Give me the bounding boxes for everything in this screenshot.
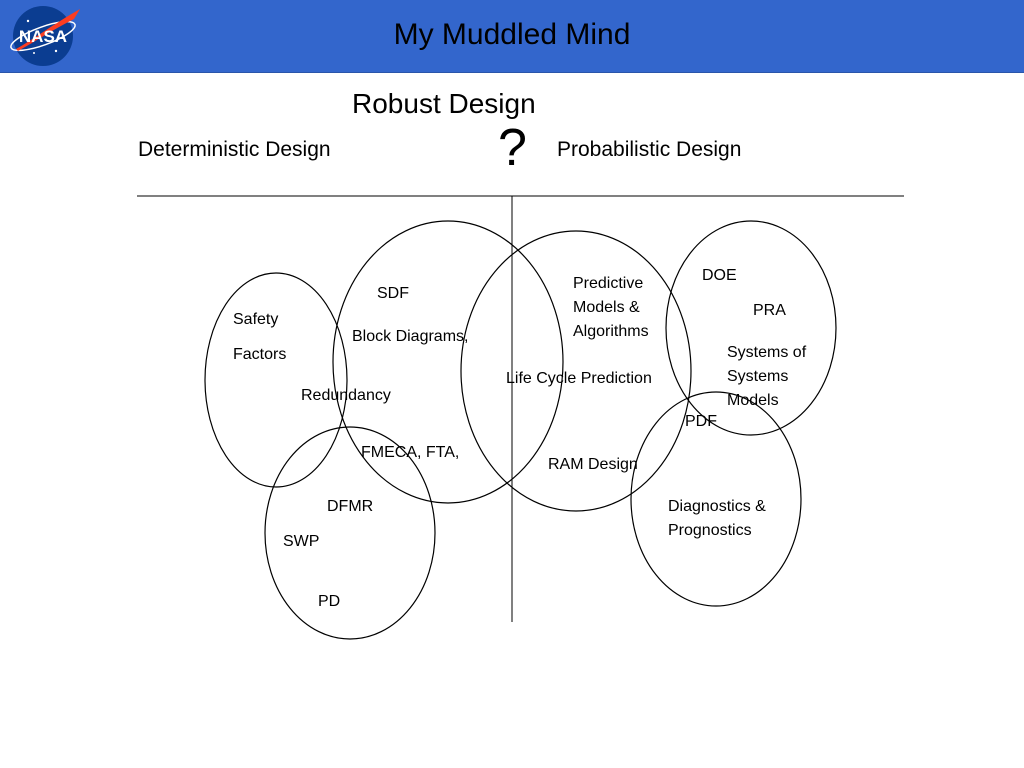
nasa-logo-icon: NASA [10, 6, 80, 66]
ellipse-doe [665, 220, 837, 436]
label-sos-2: Systems [727, 368, 789, 385]
probabilistic-heading: Probabilistic Design [557, 138, 742, 161]
label-safety: Safety [233, 311, 279, 328]
label-predictive-1: Predictive [573, 275, 644, 292]
label-predictive-2: Models & [573, 299, 640, 316]
label-factors: Factors [233, 346, 287, 363]
label-diagnostics-1: Diagnostics & [668, 498, 766, 515]
ellipse-safety-factors [204, 272, 348, 488]
label-swp: SWP [283, 533, 320, 550]
slide-title: Robust Design [352, 88, 536, 119]
slide-header: NASA My Muddled Mind [0, 0, 1024, 73]
header-title: My Muddled Mind [393, 18, 631, 51]
ellipse-dfmr [264, 426, 436, 640]
nasa-logo-text: NASA [19, 27, 67, 46]
ellipse-sdf [332, 220, 564, 504]
ellipse-predictive [460, 230, 692, 512]
label-pra: PRA [753, 302, 786, 319]
label-doe: DOE [702, 267, 737, 284]
label-pd: PD [318, 593, 341, 610]
label-sos-1: Systems of [727, 344, 807, 361]
label-pdf: PDF [685, 413, 717, 430]
label-sos-3: Models [727, 392, 779, 409]
question-mark: ? [498, 119, 527, 177]
ellipse-diagnostics [630, 391, 802, 607]
deterministic-heading: Deterministic Design [138, 138, 331, 161]
label-redundancy: Redundancy [301, 387, 391, 404]
label-life-cycle-prediction: Life Cycle Prediction [506, 370, 652, 387]
label-block-diagrams: Block Diagrams, [352, 328, 469, 345]
label-predictive-3: Algorithms [573, 323, 649, 340]
label-diagnostics-2: Prognostics [668, 522, 752, 539]
label-sdf: SDF [377, 285, 409, 302]
label-dfmr: DFMR [327, 498, 374, 515]
label-ram-design: RAM Design [548, 456, 638, 473]
label-fmeca-fta: FMECA, FTA, [361, 444, 460, 461]
